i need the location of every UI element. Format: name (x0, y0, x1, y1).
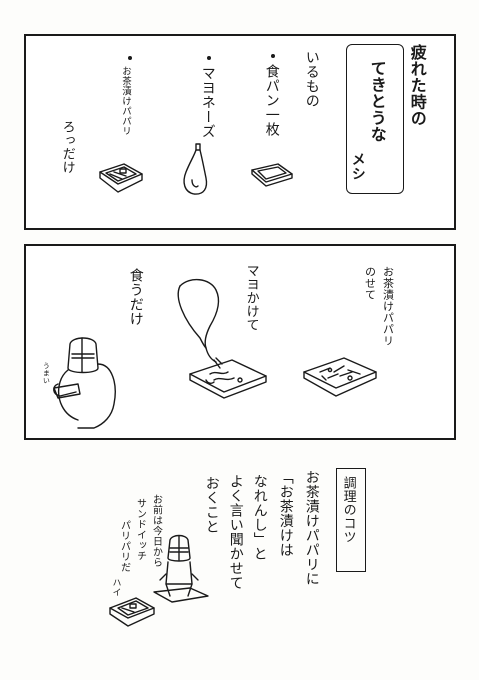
speech-line-3: パリパリだ (118, 520, 130, 573)
reply-text: ハイ (110, 578, 121, 597)
needs-label: いるもの (303, 50, 320, 108)
knight-sitting-illustration (153, 534, 209, 603)
step-2-text: マヨかけて (243, 264, 259, 332)
ochazuke-tray-small-icon (109, 597, 155, 627)
speech-line-2: サンドイッチ (134, 498, 146, 561)
item-ochazuke-label: お茶漬けパパリ (119, 66, 131, 136)
title-line-1: 疲れた時の (407, 44, 427, 127)
tip-title-box (336, 468, 366, 572)
item-bullet (271, 54, 275, 58)
tip-text-line-4: よく言い聞かせて (227, 474, 244, 590)
title-box (346, 44, 404, 194)
speech-line-1: お前は今日から (150, 494, 162, 568)
tip-text-line-5: おくこと (203, 476, 220, 534)
bread-slice-icon (251, 163, 293, 187)
tip-text-line-2: 「お茶漬けは (277, 470, 294, 557)
tip-text-line-3: なれんし」と (251, 474, 268, 561)
title-line-3: メシ (349, 152, 366, 181)
tip-title: 調理のコツ (340, 476, 356, 544)
tip-text-line-1: お茶漬けパパリに (303, 470, 320, 586)
comic-panel-ingredients (24, 34, 456, 230)
ochazuke-tray-icon (99, 163, 143, 193)
step-1-line-2: のせて (363, 266, 377, 301)
title-line-2: てきとうな (367, 60, 387, 143)
step-3-text: 食うだけ (127, 268, 144, 326)
item-bullet (128, 56, 132, 60)
only-text: ろっだけ (59, 120, 75, 174)
sound-effect: うまい (42, 362, 51, 385)
step-1-line-1: お茶漬けパパリ (381, 266, 395, 347)
mayo-pouring-illustration (177, 279, 267, 399)
item-bullet (207, 56, 211, 60)
knight-eating-illustration (53, 337, 116, 429)
mayonnaise-bottle-icon (183, 143, 208, 195)
toast-with-ochazuke-icon (303, 357, 377, 397)
item-mayo-label: マヨネーズ (199, 66, 216, 139)
item-bread-label: 食パン一枚 (263, 64, 280, 137)
comic-panel-steps (24, 244, 456, 440)
